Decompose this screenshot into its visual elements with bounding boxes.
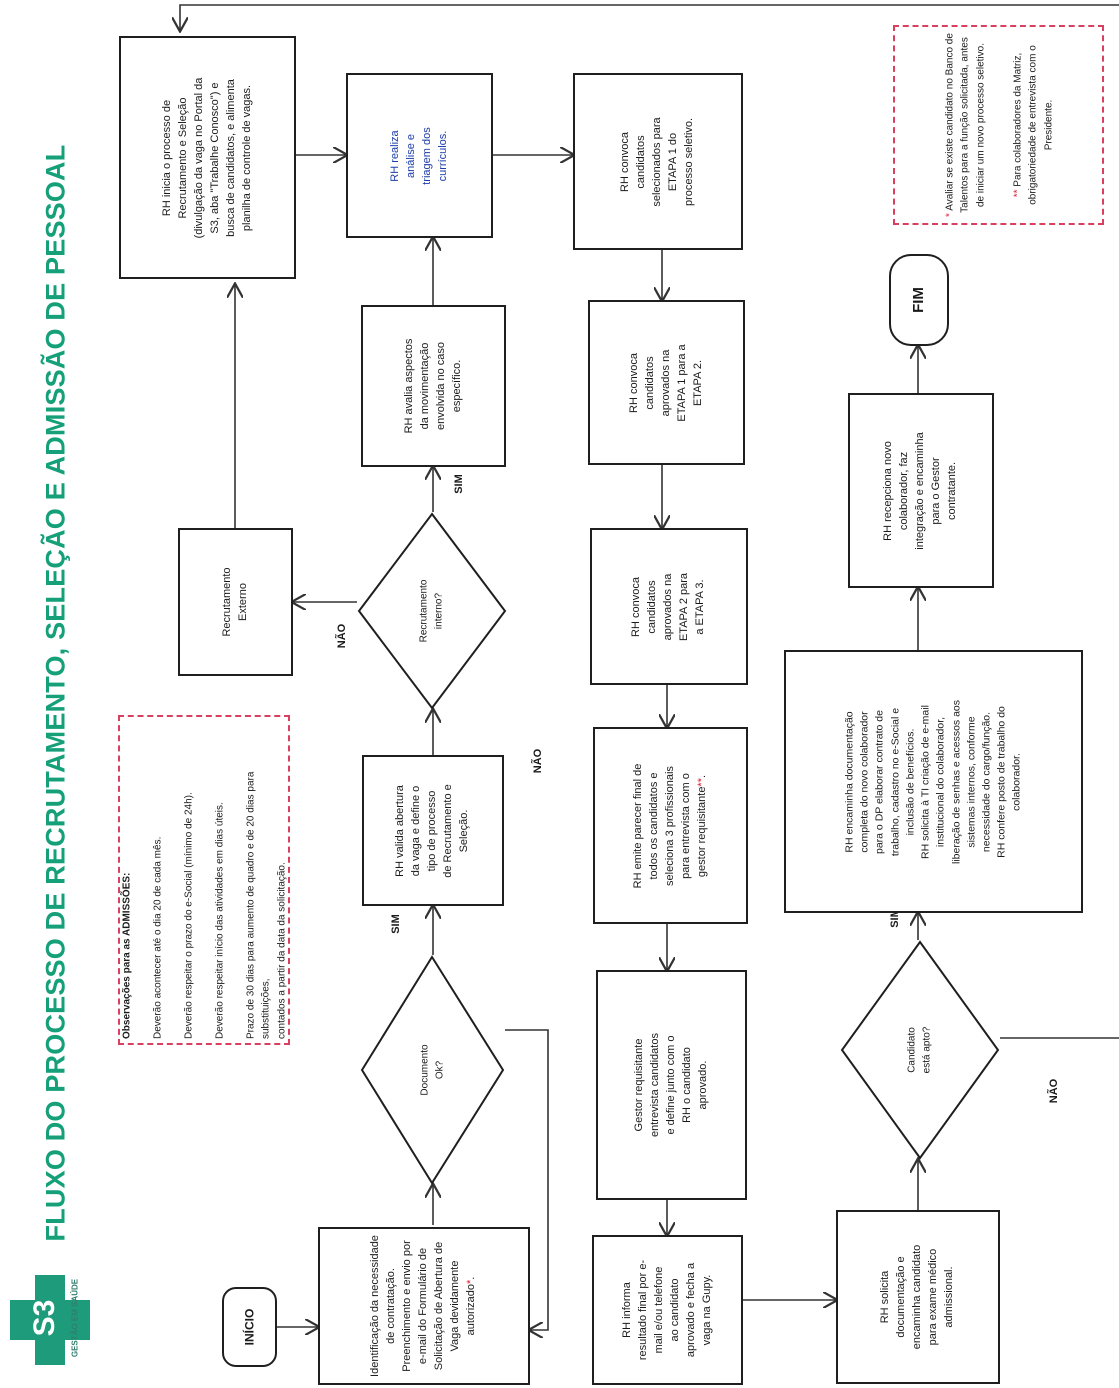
stage1-box: RH convoca candidatos selecionados para … <box>573 73 743 250</box>
validate-opening-box: RH valida abertura da vaga e define o ti… <box>362 755 504 906</box>
medical-exam-box: RH solicita documentação e encaminha can… <box>836 1210 1000 1384</box>
identification-box: Identificação da necessidade de contrata… <box>318 1227 530 1385</box>
observations-box: Observações para as ADMISSÕES: Deverão a… <box>118 715 290 1045</box>
stage2-box: RH convoca candidatos aprovados na ETAPA… <box>588 300 745 465</box>
document-ok-decision: Documento Ok? <box>360 955 505 1185</box>
end-terminal: FIM <box>889 254 949 346</box>
onboarding-box: RH recepciona novo colaborador, faz inte… <box>848 393 994 588</box>
medical-cross-logo-icon: S3 <box>8 1268 118 1378</box>
stage3-box: RH convoca candidatos aprovados na ETAPA… <box>590 528 748 685</box>
internal-recruitment-decision: Recrutamento interno? <box>357 512 507 710</box>
start-terminal: INÍCIO <box>222 1287 277 1367</box>
logo-mark: S3 <box>28 1300 61 1337</box>
screening-box: RH realiza análise e triagem dos currícu… <box>346 73 493 238</box>
notes-box: * Avaliar se existe candidato no Banco d… <box>893 25 1104 225</box>
evaluate-aspects-box: RH avalia aspectos da movimentação envol… <box>361 305 506 467</box>
no-label: NÃO <box>336 623 349 649</box>
inform-result-box: RH informa resultado final por e- mail e… <box>592 1235 743 1385</box>
start-process-box: RH inicia o processo de Recrutamento e S… <box>119 36 296 279</box>
no-label: NÃO <box>532 748 545 774</box>
final-opinion-box: RH emite parecer final de todos os candi… <box>593 727 748 924</box>
yes-label: SIM <box>389 914 402 934</box>
candidate-fit-decision: Candidato está apto? <box>840 940 1000 1160</box>
documentation-box: RH encaminha documentação completa do no… <box>784 650 1083 913</box>
external-recruitment-box: Recrutamento Externo <box>178 528 293 676</box>
yes-label: SIM <box>452 474 465 494</box>
manager-interview-box: Gestor requisitante entrevista candidato… <box>596 970 747 1200</box>
no-label: NÃO <box>1048 1078 1061 1104</box>
